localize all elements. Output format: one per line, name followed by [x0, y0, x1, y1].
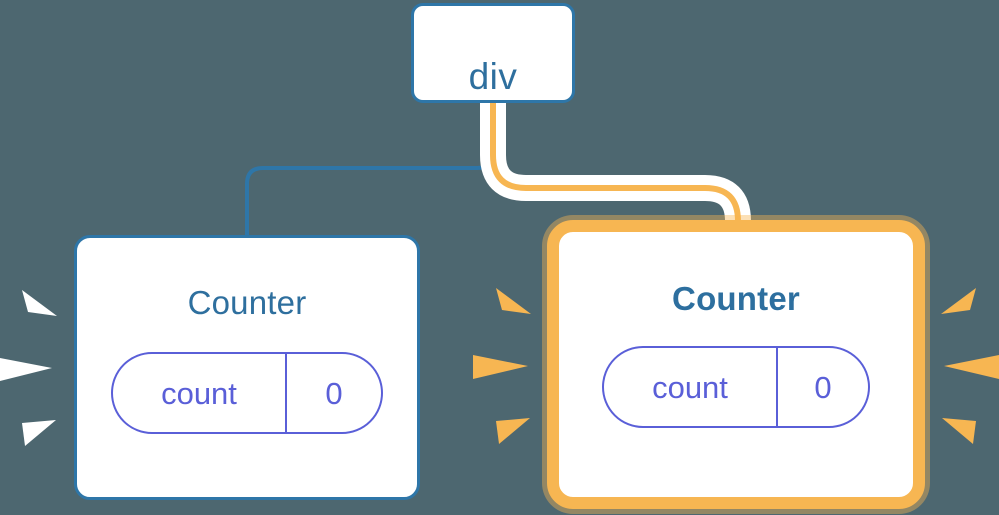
spark-orange-middle-right — [944, 355, 999, 379]
node-counter-right-title: Counter — [672, 280, 800, 317]
spark-orange-lower — [496, 418, 530, 444]
edge-div-to-counter-right — [490, 103, 741, 234]
node-counter-left-title: Counter — [187, 284, 307, 321]
node-counter-left[interactable]: Counter count 0 — [74, 235, 420, 500]
prop-pill-left: count 0 — [111, 352, 383, 434]
node-div[interactable]: div — [411, 3, 575, 103]
prop-name-right: count — [652, 369, 728, 405]
edge-div-to-counter-left — [245, 101, 495, 237]
edge-highlight-halo — [480, 103, 751, 234]
node-counter-right[interactable]: Counter count 0 — [560, 233, 912, 496]
spark-white-lower — [22, 420, 56, 446]
spark-orange-middle — [473, 355, 528, 379]
spark-cluster-middle — [473, 288, 531, 444]
spark-orange-upper-right — [941, 288, 976, 314]
prop-name-left: count — [161, 375, 237, 411]
prop-pill-right: count 0 — [602, 346, 870, 428]
spark-cluster-right — [941, 288, 999, 444]
spark-cluster-left — [0, 290, 57, 446]
spark-white-upper — [22, 290, 57, 316]
prop-value-left: 0 — [285, 354, 381, 432]
node-div-label: div — [468, 55, 518, 97]
prop-value-right: 0 — [776, 348, 868, 426]
spark-white-middle — [0, 358, 52, 381]
spark-orange-lower-right — [942, 418, 976, 444]
spark-orange-upper — [496, 288, 531, 314]
